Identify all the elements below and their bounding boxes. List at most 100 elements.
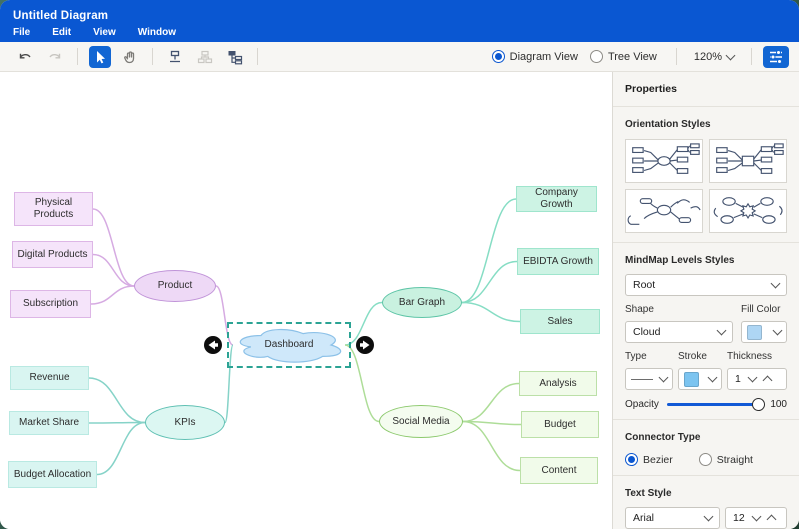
radio-bezier-label: Bezier [643,453,673,466]
mindmap-levels-section: MindMap Levels Styles Root Shape Fill Co… [613,243,799,420]
arrow-left-icon [208,340,218,350]
chevron-up-icon [762,375,773,386]
node-bar-graph[interactable]: Bar Graph [382,287,462,318]
node-subscription[interactable]: Subscription [10,290,91,318]
shape-opacity-value: 100 [770,399,787,410]
level-select-value: Root [633,279,656,291]
radio-diagram-view-label: Diagram View [509,50,578,63]
arrow-right-icon [360,340,370,350]
shape-opacity-knob[interactable] [752,398,766,411]
fill-color-picker[interactable] [741,321,787,343]
connector-type-label: Connector Type [625,432,701,443]
orientation-style-1[interactable] [625,139,703,183]
node-analysis[interactable]: Analysis [519,371,597,396]
redo-button[interactable] [44,46,66,68]
node-market-share[interactable]: Market Share [9,411,89,435]
properties-toggle-button[interactable] [763,45,789,68]
window-title: Untitled Diagram [13,10,109,22]
font-size-stepper[interactable]: 12 [725,507,787,529]
connector-kpis-budget-allocation [96,421,146,476]
shape-select[interactable]: Cloud [625,321,733,343]
node-social-media[interactable]: Social Media [379,405,463,438]
thickness-value: 1 [735,373,741,385]
chevron-down-icon [770,278,781,289]
connector-bar-graph-ebidta-growth [461,260,518,304]
radio-bezier[interactable]: Bezier [625,453,673,466]
toolbar-separator [675,48,677,65]
type-label: Type [625,351,647,362]
connector-layer [88,198,522,476]
toolbar-separator [751,48,752,65]
node-dashboard[interactable]: Dashboard [233,326,345,364]
radio-tree-view-circle [589,50,603,63]
toolbar-separator [152,48,153,65]
node-ebidta-growth[interactable]: EBIDTA Growth [517,248,599,275]
chevron-up-icon [766,514,777,525]
orientation-style-4[interactable] [709,189,787,233]
node-content[interactable]: Content [520,457,598,484]
node-digital-products[interactable]: Digital Products [12,241,93,268]
zoom-dropdown[interactable]: 120% [693,50,736,63]
menu-window[interactable]: Window [137,27,176,38]
collapse-layout-button[interactable] [164,46,186,68]
connector-kpis-market-share [88,421,146,424]
node-physical-products[interactable]: Physical Products [14,192,93,226]
radio-tree-view[interactable]: Tree View [589,50,657,63]
node-budget-allocation[interactable]: Budget Allocation [8,461,97,488]
menu-file[interactable]: File [13,27,31,38]
shape-opacity-slider[interactable] [666,398,766,411]
node-sales[interactable]: Sales [520,309,600,334]
connector-kpis-revenue [88,377,146,424]
thickness-stepper[interactable]: 1 [727,368,787,390]
node-kpis[interactable]: KPIs [145,405,225,440]
chevron-down-icon [716,325,727,336]
orientation-style-3[interactable] [625,189,703,233]
zoom-value: 120% [693,50,722,63]
orientation-style-2[interactable] [709,139,787,183]
connector-social-media-content [462,420,521,472]
menu-edit[interactable]: Edit [52,27,72,38]
level-select[interactable]: Root [625,274,787,296]
toolbar-separator [77,48,78,65]
chevron-down-icon [772,325,783,336]
toolbar-right: Diagram View Tree View 120% [491,45,789,68]
expand-left-button[interactable] [204,336,222,354]
radio-tree-view-label: Tree View [607,50,657,63]
radio-bezier-circle [625,453,638,466]
select-cursor-icon [97,50,105,63]
org-chart-layout-button[interactable] [194,46,216,68]
expand-right-button[interactable] [356,336,374,354]
tree-layout-button[interactable] [224,46,246,68]
shape-opacity-label: Opacity [625,399,659,410]
orientation-thumbnails [625,139,787,233]
menu-view[interactable]: View [93,27,116,38]
chevron-down-icon [725,50,736,60]
pan-tool-button[interactable] [119,46,141,68]
connector-social-media-analysis [462,382,520,423]
toolbar-separator [257,48,258,65]
chevron-down-icon [751,511,762,522]
title-bar: Untitled Diagram [0,0,799,23]
font-family-value: Arial [633,512,655,524]
node-budget[interactable]: Budget [521,411,599,438]
mindmap-levels-label: MindMap Levels Styles [625,255,735,266]
font-family-select[interactable]: Arial [625,507,720,529]
select-tool-button[interactable] [89,45,111,68]
chevron-down-icon [703,511,714,522]
stroke-color-swatch [684,371,699,387]
connector-dashboard-product [215,285,234,346]
radio-straight[interactable]: Straight [698,453,753,466]
stroke-color-picker[interactable] [678,368,722,390]
connector-bar-graph-sales [461,301,521,323]
text-style-section: Text Style Arial 12 B I [613,476,799,529]
radio-diagram-view[interactable]: Diagram View [491,50,578,63]
node-revenue[interactable]: Revenue [10,366,89,390]
node-product[interactable]: Product [134,270,216,302]
thickness-label: Thickness [727,351,773,362]
node-company-growth[interactable]: Company Growth [516,186,597,212]
selection-outline [227,322,351,368]
line-type-select[interactable] [625,368,673,390]
undo-button[interactable] [14,46,36,68]
